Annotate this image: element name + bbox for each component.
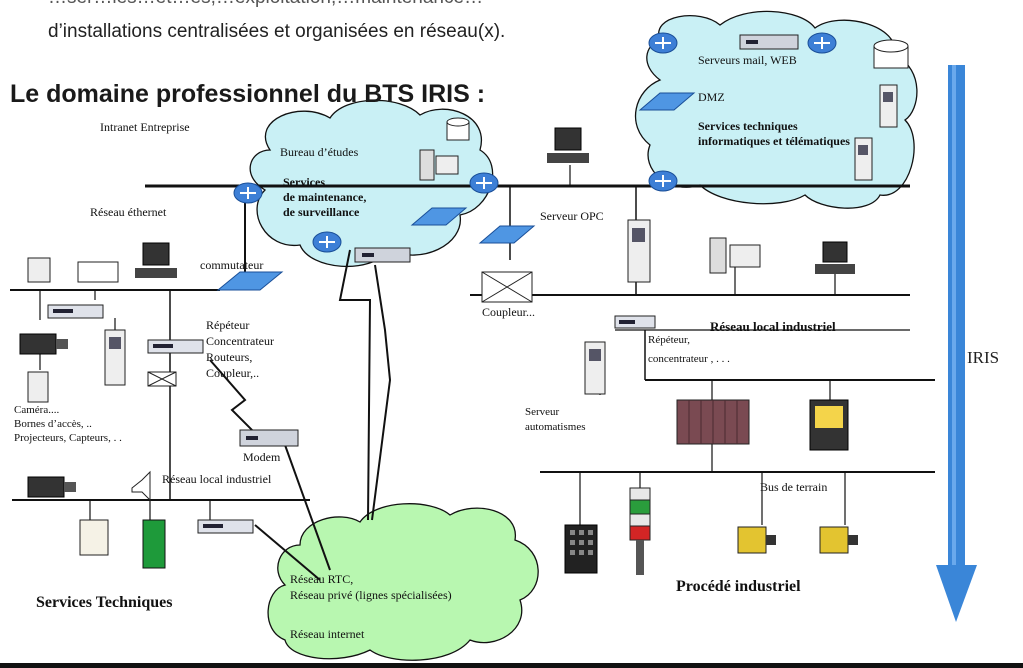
label-repeteur-2: Concentrateur <box>206 334 274 348</box>
server-icon <box>104 329 126 386</box>
hmi-panel-icon <box>809 399 849 451</box>
speaker-icon <box>131 470 151 502</box>
cloud-rtc <box>267 503 539 661</box>
intro-line: d’installations centralisées et organisé… <box>48 21 506 42</box>
hub-icon <box>197 519 254 534</box>
device-icon <box>27 371 49 403</box>
label-services-3: de surveillance <box>283 205 360 219</box>
router-icon <box>807 32 837 54</box>
modem-icon <box>739 34 799 50</box>
label-camera-2: Bornes d’accès, .. <box>14 418 92 430</box>
label-coupleur: Coupleur... <box>482 305 535 319</box>
hub-icon <box>147 339 204 354</box>
label-dmz: DMZ <box>698 90 725 104</box>
label-repeteur-right-2: concentrateur , . . . <box>648 353 730 365</box>
router-icon <box>648 170 678 192</box>
phone-icon <box>27 257 51 283</box>
server-icon <box>854 137 873 181</box>
label-repeteur-right-1: Répéteur, <box>648 334 691 346</box>
label-serveur-auto-2: automatismes <box>525 421 586 433</box>
router-icon <box>312 231 342 253</box>
page-heading: Le domaine professionnel du BTS IRIS : <box>10 80 486 108</box>
label-bureau-etudes: Bureau d’études <box>280 145 359 159</box>
switch-icon <box>638 92 696 111</box>
label-serveur-opc: Serveur OPC <box>540 209 604 223</box>
server-icon <box>879 84 898 128</box>
computer-icon <box>547 127 589 163</box>
switch-icon <box>410 207 468 226</box>
label-reseau-local-left: Réseau local industriel <box>162 472 272 486</box>
coupler-icon <box>147 371 177 387</box>
cloud-dmz <box>634 10 918 209</box>
server-icon <box>584 341 606 395</box>
label-services-tech-info-2: informatiques et télématiques <box>698 134 850 148</box>
label-rtc-2: Réseau privé (lignes spécialisées) <box>290 588 452 602</box>
label-commutateur: commutateur <box>200 258 264 272</box>
cabinet-icon <box>142 519 166 569</box>
sensor-icon <box>737 526 776 554</box>
workstation-icon <box>419 149 459 181</box>
sensor-icon <box>819 526 858 554</box>
label-rtc-1: Réseau RTC, <box>290 572 354 586</box>
label-intranet: Intranet Entreprise <box>100 120 190 134</box>
iris-arrow <box>936 65 977 622</box>
database-icon <box>446 117 470 141</box>
server-icon <box>627 219 651 283</box>
modem-icon <box>354 247 411 263</box>
label-services-techniques: Services Techniques <box>36 594 173 611</box>
label-iris: IRIS <box>967 348 1000 367</box>
label-repeteur-3: Routeurs, <box>206 350 253 364</box>
modem-icon <box>239 429 299 447</box>
hub-icon <box>47 304 104 319</box>
label-rtc-3: Réseau internet <box>290 627 365 641</box>
label-repeteur-4: Coupleur,.. <box>206 366 260 380</box>
label-camera-3: Projecteurs, Capteurs, . . <box>14 432 122 444</box>
label-bus-terrain: Bus de terrain <box>760 480 828 494</box>
router-icon <box>648 32 678 54</box>
signal-tower-icon <box>629 487 651 575</box>
router-icon <box>469 172 499 194</box>
keypad-icon <box>564 524 598 574</box>
printer-icon <box>77 261 119 283</box>
label-camera-1: Caméra.... <box>14 404 60 416</box>
label-services-1: Services <box>283 175 325 189</box>
switch-icon <box>216 271 284 291</box>
bottom-border <box>0 663 1023 668</box>
camera-icon <box>19 333 68 355</box>
label-procede-industriel: Procédé industriel <box>676 578 801 595</box>
label-repeteur-1: Répéteur <box>206 318 250 332</box>
coupler-icon <box>481 271 533 303</box>
database-icon <box>873 39 909 69</box>
label-reseau-local-right: Réseau local industriel <box>710 319 836 334</box>
label-services-2: de maintenance, <box>283 190 367 204</box>
camera-icon <box>27 476 76 498</box>
plc-rack-icon <box>676 399 750 445</box>
workstation-icon <box>709 237 761 274</box>
label-reseau-ethernet: Réseau éthernet <box>90 205 167 219</box>
label-serveurs-mail: Serveurs mail, WEB <box>698 53 797 67</box>
router-icon <box>233 182 263 204</box>
computer-icon <box>815 241 855 274</box>
label-serveur-auto-1: Serveur <box>525 406 560 418</box>
label-services-tech-info-1: Services techniques <box>698 119 798 133</box>
computer-icon <box>135 242 177 278</box>
terminal-icon <box>79 519 109 556</box>
switch-icon <box>478 225 536 244</box>
intro-line-cut: …ser…les…ét…es,…exploitation,…maintenanc… <box>48 0 483 10</box>
label-modem: Modem <box>243 450 281 464</box>
hub-icon <box>614 315 656 329</box>
